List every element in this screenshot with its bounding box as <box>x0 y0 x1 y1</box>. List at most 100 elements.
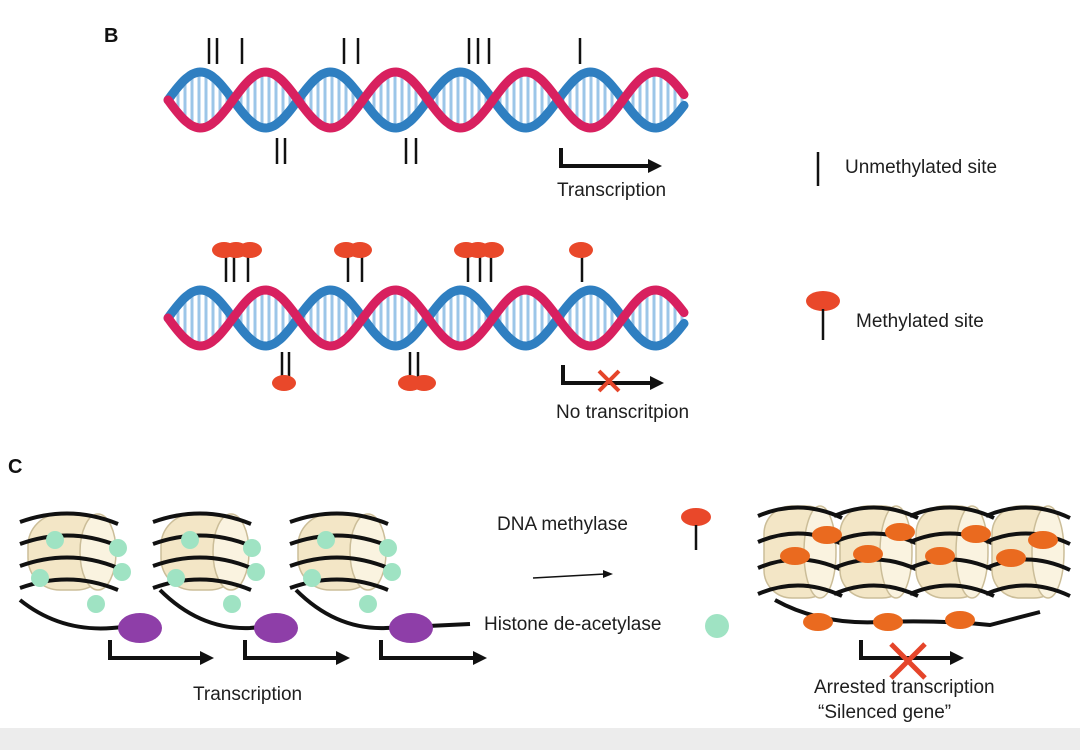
methyl-group-icon <box>272 375 296 391</box>
arrow-icon <box>603 570 613 578</box>
methyl-group-icon <box>853 545 883 563</box>
dna-methylase-label: DNA methylase <box>497 514 628 535</box>
unmethylated-site-label: Unmethylated site <box>845 157 998 178</box>
dna-wrap <box>289 533 389 548</box>
transcription-arrow-c <box>243 640 350 665</box>
no-transcription-arrow <box>561 365 664 390</box>
dna-wrap <box>19 511 119 526</box>
cross-icon <box>597 369 621 393</box>
rna-polymerase-icon <box>118 613 162 643</box>
dna-wrap <box>19 555 119 570</box>
arrow-icon <box>950 651 964 665</box>
dna-helix-icon <box>163 285 689 351</box>
dna-wrap <box>152 533 252 548</box>
process-arrow-line <box>532 573 606 579</box>
arrested-transcription-arrow <box>859 640 964 665</box>
arrow-line <box>108 640 200 660</box>
methyl-group-icon <box>1028 531 1058 549</box>
dna-wrap <box>19 533 119 548</box>
methyl-group-icon <box>996 549 1026 567</box>
nucleosome-icon <box>152 511 252 592</box>
histone-deacetylase-icon <box>379 539 397 557</box>
histone-deacetylase-icon <box>167 569 185 587</box>
arrow-icon <box>650 376 664 390</box>
silenced-gene-label: “Silenced gene” <box>818 702 952 723</box>
histone-deacetylase-icon <box>46 531 64 549</box>
dna-wrap <box>152 555 252 570</box>
transcription-arrow-c <box>108 640 214 665</box>
arrow-line <box>859 640 950 660</box>
histone-deacetylase-icon <box>87 595 105 613</box>
methyl-group-icon <box>780 547 810 565</box>
dna-wrap <box>985 531 1071 546</box>
transcription-label-b: Transcription <box>557 180 667 201</box>
arrow-icon <box>648 159 662 173</box>
dna-wrap <box>985 583 1071 598</box>
histone-deacetylase-label: Histone de-acetylase <box>484 614 662 635</box>
arrow-line <box>243 640 336 660</box>
methyl-group-icon <box>961 525 991 543</box>
histone-core-face <box>212 513 250 591</box>
linker-dna <box>158 588 296 631</box>
dna-backbone-pink <box>163 67 689 133</box>
methyl-group-icon <box>925 547 955 565</box>
methyl-group-icon <box>348 242 372 258</box>
methyl-group-icon <box>873 613 903 631</box>
nucleosome-icon <box>985 505 1071 599</box>
histone-deacetylase-icon <box>109 539 127 557</box>
histone-deacetylase-icon <box>247 563 265 581</box>
histone-deacetylase-icon <box>31 569 49 587</box>
dna-wrap <box>985 505 1071 520</box>
linker-dna <box>294 588 471 631</box>
panel-c-letter: C <box>8 456 23 478</box>
histone-deacetylase-icon <box>243 539 261 557</box>
histone-deacetylase-icon <box>359 595 377 613</box>
cross-stroke <box>889 642 927 680</box>
legend-dna-methylase-icon <box>681 508 711 526</box>
no-transcription-label: No transcritpion <box>556 402 690 423</box>
arrow-icon <box>336 651 350 665</box>
dna-wrap <box>152 511 252 526</box>
methyl-group-icon <box>569 242 593 258</box>
dna-helix-icon <box>163 67 689 133</box>
histone-core-face <box>1031 505 1065 599</box>
methyl-group-icon <box>412 375 436 391</box>
histone-deacetylase-icon <box>223 595 241 613</box>
arrow-line <box>561 365 650 385</box>
panel-b-letter: B <box>104 25 119 47</box>
histone-deacetylase-icon <box>181 531 199 549</box>
methyl-group-icon <box>238 242 262 258</box>
methyl-group-icon <box>803 613 833 631</box>
arrested-transcription-label: Arrested transcription <box>814 677 995 698</box>
transcription-label-c: Transcription <box>193 684 303 705</box>
histone-deacetylase-icon <box>113 563 131 581</box>
legend-methyl-group-icon <box>806 291 840 311</box>
rna-polymerase-icon <box>254 613 298 643</box>
histone-deacetylase-icon <box>303 569 321 587</box>
rna-polymerase-icon <box>389 613 433 643</box>
dna-wrap <box>19 577 119 592</box>
methylated-site-label: Methylated site <box>856 311 984 332</box>
nucleosome-icon <box>19 511 119 592</box>
methyl-group-icon <box>480 242 504 258</box>
methyl-group-icon <box>812 526 842 544</box>
methyl-group-icon <box>885 523 915 541</box>
histone-deacetylase-icon <box>317 531 335 549</box>
methyl-group-icon <box>945 611 975 629</box>
dna-backbone-pink <box>163 285 689 351</box>
arrow-icon <box>473 651 487 665</box>
transcription-arrow-c <box>379 640 487 665</box>
histone-deacetylase-icon <box>383 563 401 581</box>
dna-wrap <box>289 577 389 592</box>
transcription-arrow-b <box>559 148 662 173</box>
linker-dna <box>18 598 161 631</box>
dna-wrap <box>985 557 1071 572</box>
legend-histone-deacetylase-icon <box>705 614 729 638</box>
nucleosome-icon <box>289 511 389 592</box>
cross-icon <box>889 642 927 680</box>
arrow-line <box>379 640 473 660</box>
bottom-band <box>0 728 1080 750</box>
arrow-icon <box>200 651 214 665</box>
